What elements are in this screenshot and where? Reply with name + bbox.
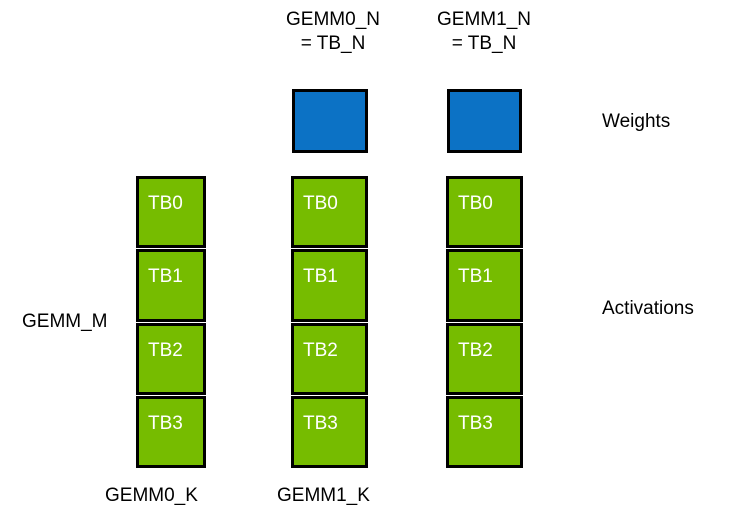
gemm1-k-label: GEMM1_K bbox=[277, 485, 370, 506]
table-row[interactable]: TB1 bbox=[291, 249, 368, 322]
cell-label: TB3 bbox=[458, 412, 493, 434]
table-row[interactable]: TB0 bbox=[291, 176, 368, 249]
table-row[interactable]: TB3 bbox=[136, 395, 206, 468]
cell-label: TB3 bbox=[303, 412, 338, 434]
gemm0-n-label: GEMM0_N = TB_N bbox=[286, 9, 380, 54]
gemm-m-label: GEMM_M bbox=[22, 311, 108, 332]
cell-label: TB1 bbox=[303, 266, 338, 288]
table-row[interactable]: TB3 bbox=[291, 395, 368, 468]
table-row[interactable]: TB2 bbox=[291, 322, 368, 395]
gemm0-k-label: GEMM0_K bbox=[105, 485, 198, 506]
gemm0-activation-stack: TB0 TB1 TB2 TB3 bbox=[291, 176, 368, 468]
cell-label: TB2 bbox=[458, 339, 493, 361]
weights-row-label: Weights bbox=[602, 111, 671, 132]
gemm1-activation-stack: TB0 TB1 TB2 TB3 bbox=[446, 176, 523, 468]
gemm-m-stack: TB0 TB1 TB2 TB3 bbox=[136, 176, 206, 468]
table-row[interactable]: TB3 bbox=[446, 395, 523, 468]
gemm1-weight-tile[interactable] bbox=[447, 89, 522, 153]
cell-label: TB1 bbox=[148, 266, 183, 288]
table-row[interactable]: TB0 bbox=[136, 176, 206, 249]
activations-row-label: Activations bbox=[602, 298, 694, 319]
table-row[interactable]: TB2 bbox=[136, 322, 206, 395]
cell-label: TB2 bbox=[303, 339, 338, 361]
cell-label: TB1 bbox=[458, 266, 493, 288]
table-row[interactable]: TB1 bbox=[136, 249, 206, 322]
gemm1-n-label: GEMM1_N = TB_N bbox=[437, 9, 531, 54]
cell-label: TB0 bbox=[458, 193, 493, 214]
table-row[interactable]: TB0 bbox=[446, 176, 523, 249]
table-row[interactable]: TB2 bbox=[446, 322, 523, 395]
cell-label: TB0 bbox=[148, 193, 183, 214]
gemm0-weight-tile[interactable] bbox=[292, 89, 368, 153]
cell-label: TB2 bbox=[148, 339, 183, 361]
table-row[interactable]: TB1 bbox=[446, 249, 523, 322]
cell-label: TB0 bbox=[303, 193, 338, 214]
cell-label: TB3 bbox=[148, 412, 183, 434]
